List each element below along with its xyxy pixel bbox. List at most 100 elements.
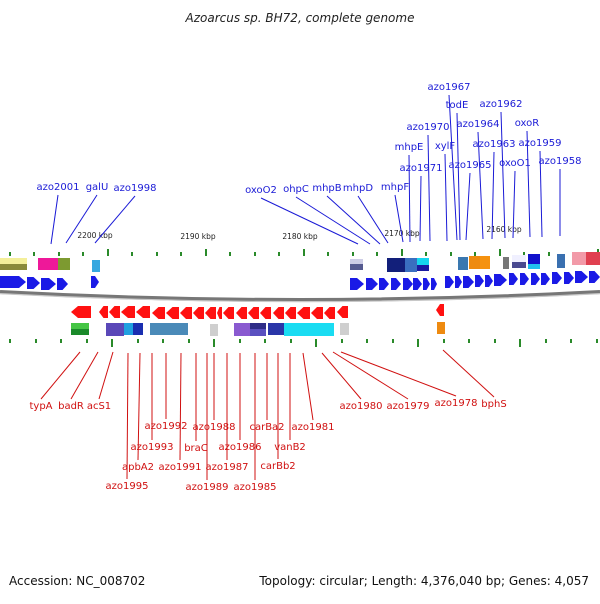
forward-feature-box xyxy=(458,257,468,270)
forward-gene-arrow xyxy=(455,276,462,288)
forward-genes xyxy=(0,271,600,290)
gene-label-mhpd: mhpD xyxy=(343,183,373,194)
forward-label-leader xyxy=(539,150,543,238)
reverse-feature-box xyxy=(71,329,89,335)
gene-label-azo1979: azo1979 xyxy=(387,401,430,412)
forward-feature-box xyxy=(512,255,526,262)
reverse-feature-box xyxy=(150,323,188,335)
reverse-feature-box xyxy=(250,323,266,329)
forward-gene-arrow xyxy=(91,276,99,288)
reverse-gene-arrow xyxy=(205,307,216,319)
scale-ticks-bottom xyxy=(9,339,598,347)
gene-label-carba2: carBa2 xyxy=(249,422,284,433)
reverse-label-leader xyxy=(442,349,495,398)
reverse-genes xyxy=(71,304,444,319)
gene-label-azo1998: azo1998 xyxy=(114,183,157,194)
reverse-label-leader xyxy=(340,351,457,397)
forward-label-leader xyxy=(444,153,448,242)
forward-feature-box xyxy=(92,260,100,272)
reverse-feature-box xyxy=(437,322,445,334)
forward-gene-arrow xyxy=(391,278,401,290)
gene-label-oxor: oxoR xyxy=(515,118,540,129)
gene-label-mhpb: mhpB xyxy=(312,183,341,194)
forward-feature-box xyxy=(350,264,363,270)
forward-label-leader xyxy=(419,175,422,242)
reverse-label-leader xyxy=(40,351,81,400)
forward-feature-box xyxy=(503,257,509,269)
gene-label-azo1988: azo1988 xyxy=(193,422,236,433)
gene-label-azo1963: azo1963 xyxy=(473,139,516,150)
gene-label-azo1967: azo1967 xyxy=(428,82,471,93)
reverse-label-leader xyxy=(332,351,409,400)
reverse-label-leader xyxy=(126,352,129,480)
reverse-gene-arrow xyxy=(99,306,108,318)
gene-label-apba2: apbA2 xyxy=(122,462,154,473)
forward-gene-arrow xyxy=(463,276,474,288)
gene-label-badr: badR xyxy=(58,401,84,412)
gene-label-galu: galU xyxy=(86,182,109,193)
gene-label-mhpf: mhpF xyxy=(381,182,409,193)
forward-gene-arrow xyxy=(531,273,540,285)
forward-label-leader xyxy=(65,194,98,244)
reverse-gene-arrow xyxy=(136,306,150,318)
reverse-label-leaders xyxy=(40,349,495,480)
forward-gene-arrow xyxy=(413,278,422,290)
scale-label: 2180 kbp xyxy=(282,232,318,241)
forward-gene-arrow xyxy=(366,278,378,290)
gene-label-azo1986: azo1986 xyxy=(219,442,262,453)
reverse-gene-arrow xyxy=(324,307,335,319)
reverse-gene-arrow xyxy=(217,307,222,319)
reverse-gene-arrow xyxy=(297,307,310,319)
scale-label: 2160 kbp xyxy=(486,225,522,234)
forward-label-leader xyxy=(94,195,136,244)
forward-feature-box xyxy=(586,252,600,265)
gene-label-bphs: bphS xyxy=(481,399,506,410)
gene-label-azo1970: azo1970 xyxy=(407,122,450,133)
reverse-feature-box xyxy=(210,324,218,336)
genome-backbone xyxy=(0,290,600,302)
reverse-label-leader xyxy=(179,352,182,461)
gene-label-mhpe: mhpE xyxy=(395,142,424,153)
gene-label-azo1965: azo1965 xyxy=(449,160,492,171)
forward-label-leaders xyxy=(50,94,561,245)
reverse-label-leader xyxy=(321,352,362,400)
forward-label-leader xyxy=(456,112,461,241)
reverse-gene-arrow xyxy=(166,307,179,319)
forward-label-leader xyxy=(295,196,371,245)
reverse-gene-arrow xyxy=(71,306,91,318)
forward-gene-arrow xyxy=(379,278,389,290)
reverse-feature-box xyxy=(133,323,143,335)
forward-gene-arrow xyxy=(57,278,68,290)
map-title: Azoarcus sp. BH72, complete genome xyxy=(185,11,415,25)
forward-label-leader xyxy=(326,195,381,245)
scale-label: 2170 kbp xyxy=(384,229,420,238)
scale-ticks-top xyxy=(9,249,599,256)
forward-gene-arrow xyxy=(445,276,454,288)
reverse-label-leader xyxy=(70,351,99,400)
reverse-feature-box xyxy=(234,323,250,336)
forward-feature-box xyxy=(528,254,540,264)
reverse-feature-box xyxy=(284,323,334,336)
forward-gene-arrow xyxy=(485,275,493,287)
gene-label-azo1993: azo1993 xyxy=(131,442,174,453)
forward-gene-arrow xyxy=(520,273,529,285)
reverse-gene-arrow xyxy=(436,304,444,316)
forward-gene-arrow xyxy=(575,271,588,283)
genome-summary-text: Topology: circular; Length: 4,376,040 bp… xyxy=(259,574,589,588)
forward-gene-arrow xyxy=(27,277,40,289)
forward-gene-arrow xyxy=(541,273,550,285)
reverse-gene-arrow xyxy=(152,307,165,319)
forward-gene-arrow xyxy=(509,273,518,285)
forward-feature-box xyxy=(405,258,417,272)
forward-label-leader xyxy=(394,194,404,243)
forward-gene-arrow xyxy=(423,278,430,290)
gene-label-oxoo2: oxoO2 xyxy=(245,185,277,196)
accession-text: Accession: NC_008702 xyxy=(9,574,146,588)
forward-gene-arrow xyxy=(494,274,507,286)
reverse-feature-box xyxy=(268,323,284,335)
gene-label-xylf: xylF xyxy=(435,141,456,152)
gene-label-azo1958: azo1958 xyxy=(539,156,582,167)
reverse-gene-arrow xyxy=(223,307,234,319)
